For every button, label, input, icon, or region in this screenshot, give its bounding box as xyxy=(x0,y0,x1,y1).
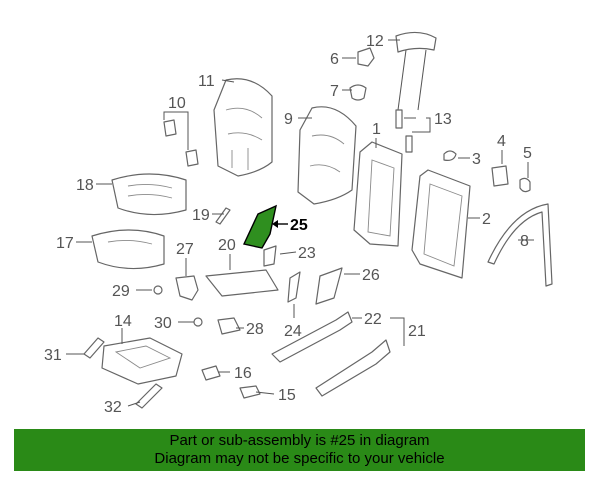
callout-3: 3 xyxy=(472,151,481,168)
callout-16: 16 xyxy=(234,365,252,382)
part-9-cushion xyxy=(297,106,357,205)
part-23-bracket xyxy=(263,245,277,267)
callout-4: 4 xyxy=(497,133,506,150)
callout-19: 19 xyxy=(192,207,210,224)
banner-line-2: Diagram may not be specific to your vehi… xyxy=(154,450,445,467)
leader-lines xyxy=(66,39,534,407)
callout-32: 32 xyxy=(104,399,122,416)
callout-17: 17 xyxy=(56,235,74,252)
part-27-bracket xyxy=(175,275,199,301)
part-13-pin-b xyxy=(405,135,413,153)
callout-14: 14 xyxy=(114,313,132,330)
callout-30: 30 xyxy=(154,315,172,332)
part-13-pin-a xyxy=(395,109,403,129)
callout-18: 18 xyxy=(76,177,94,194)
callout-15: 15 xyxy=(278,387,296,404)
part-16-clip xyxy=(201,365,221,381)
part-6-clip xyxy=(357,47,375,67)
part-26-cover xyxy=(315,267,343,305)
part-25-side-trim xyxy=(242,204,277,249)
callout-22: 22 xyxy=(364,311,382,328)
part-29-clip xyxy=(153,285,163,295)
callout-28: 28 xyxy=(246,321,264,338)
callout-21: 21 xyxy=(408,323,426,340)
part-14-seat-frame xyxy=(101,337,183,385)
callout-1: 1 xyxy=(372,121,381,138)
part-24-strip xyxy=(287,271,301,303)
part-11-seatback xyxy=(213,78,273,177)
callout-11: 11 xyxy=(198,73,215,90)
callout-26: 26 xyxy=(362,267,380,284)
callout-13: 13 xyxy=(434,111,452,128)
part-10-bracket-b xyxy=(185,149,199,167)
part-20-board xyxy=(205,269,279,297)
callout-5: 5 xyxy=(523,145,532,162)
callout-27: 27 xyxy=(176,241,194,258)
info-banner: Part or sub-assembly is #25 in diagram D… xyxy=(14,429,585,471)
callout-12: 12 xyxy=(366,33,384,50)
part-22-rail xyxy=(271,311,353,363)
part-31-bracket xyxy=(83,337,105,359)
callout-20: 20 xyxy=(218,237,236,254)
part-8-trim xyxy=(487,203,553,287)
callout-6: 6 xyxy=(330,51,339,68)
callout-25: 25 xyxy=(290,217,308,234)
callout-2: 2 xyxy=(482,211,491,228)
part-32-bar xyxy=(135,383,163,409)
part-17-seat-pad xyxy=(91,229,165,270)
part-1-back-panel xyxy=(353,141,403,247)
part-19-hook xyxy=(215,207,231,225)
part-30-clip xyxy=(193,317,203,327)
part-12-headrest xyxy=(395,31,437,111)
part-5-cap xyxy=(519,177,531,193)
part-18-seat-cushion xyxy=(111,173,187,216)
part-4-block xyxy=(491,165,509,187)
part-15-clip xyxy=(239,385,261,399)
callout-7: 7 xyxy=(330,83,339,100)
part-2-back-board xyxy=(411,169,471,279)
part-21-rail xyxy=(315,339,391,397)
callout-10: 10 xyxy=(168,95,186,112)
callout-8: 8 xyxy=(520,233,529,250)
callout-23: 23 xyxy=(298,245,316,262)
banner-line-1: Part or sub-assembly is #25 in diagram xyxy=(169,432,430,449)
callout-24: 24 xyxy=(284,323,302,340)
arrow-25 xyxy=(272,220,278,228)
part-3-nut xyxy=(443,150,457,161)
callout-29: 29 xyxy=(112,283,130,300)
callout-9: 9 xyxy=(284,111,293,128)
part-10-bracket-a xyxy=(163,119,177,137)
part-28-bracket xyxy=(217,317,241,335)
callout-labels: 1 2 3 4 5 6 7 8 9 10 11 12 13 14 15 16 1… xyxy=(44,33,532,416)
part-7-knob xyxy=(349,84,367,101)
callout-31: 31 xyxy=(44,347,62,364)
